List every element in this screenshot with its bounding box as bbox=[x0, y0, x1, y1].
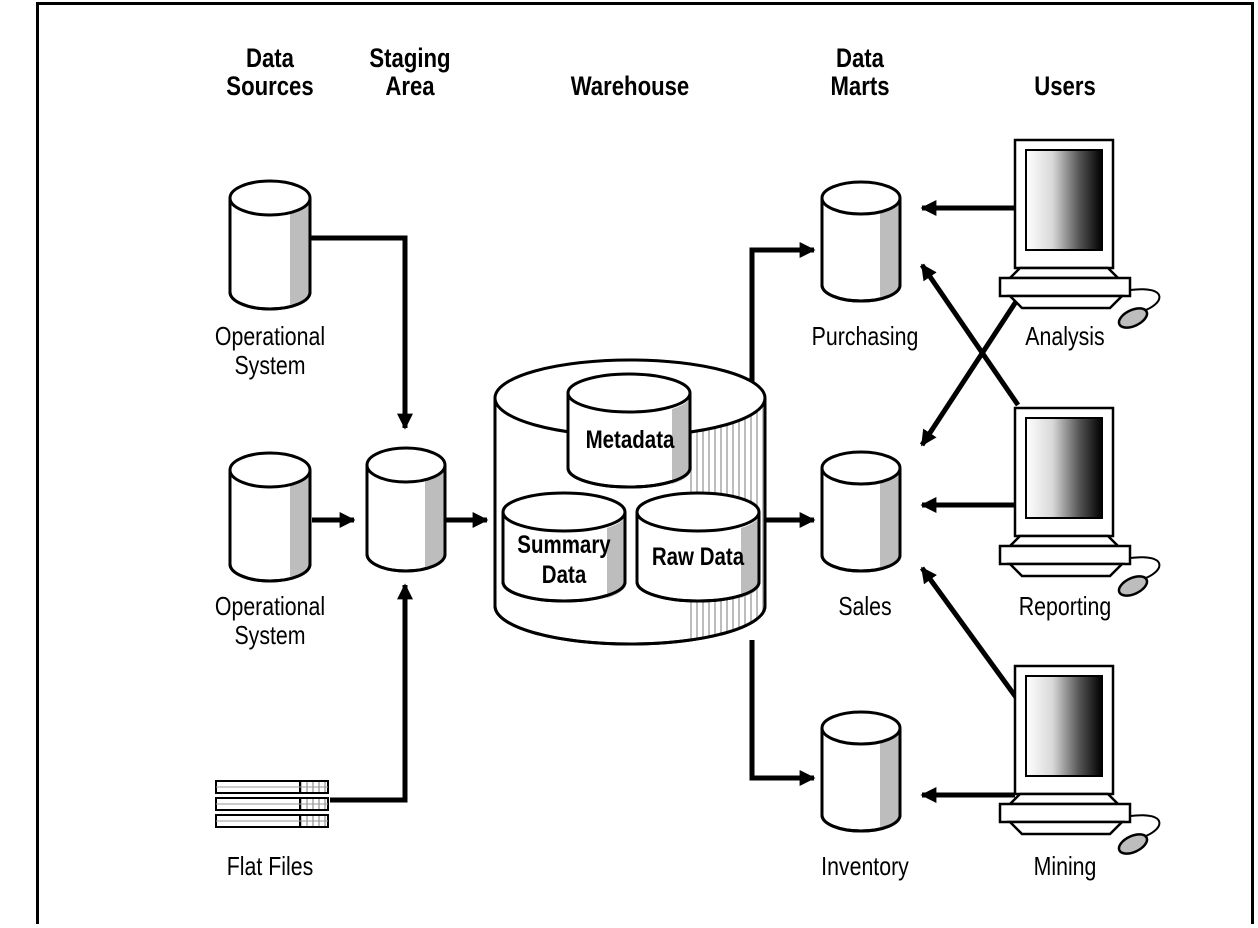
arrow-flat-to-staging bbox=[330, 583, 414, 803]
label-mining: Mining bbox=[1033, 851, 1097, 881]
label-operational-1-line1: Operational bbox=[214, 321, 326, 351]
header-data-sources-line1: Data bbox=[246, 43, 294, 73]
header-staging-area-line1: Staging bbox=[369, 43, 451, 73]
computer-icon-mining bbox=[998, 664, 1161, 855]
cylinder-icon-staging bbox=[365, 446, 447, 573]
cylinder-icon-inventory bbox=[820, 710, 902, 833]
label-sales: Sales bbox=[838, 591, 892, 621]
summary-data-cylinder-icon bbox=[501, 491, 627, 603]
header-data-sources: Data Sources bbox=[213, 44, 328, 100]
header-data-marts: Data Marts bbox=[803, 44, 918, 100]
label-inventory: Inventory bbox=[821, 851, 909, 881]
label-purchasing: Purchasing bbox=[811, 321, 919, 351]
label-flat-files: Flat Files bbox=[226, 851, 314, 881]
arrow-reporting-to-purchasing bbox=[919, 263, 1021, 407]
header-users: Users bbox=[1034, 71, 1096, 101]
label-summary-data-line1: Summary bbox=[517, 531, 611, 559]
label-operational-2-line2: System bbox=[234, 620, 306, 650]
flat-files-icon bbox=[215, 780, 329, 828]
arrow-op1-to-staging bbox=[310, 235, 414, 430]
label-operational-1-line2: System bbox=[234, 350, 306, 380]
header-data-marts-line2: Marts bbox=[830, 71, 890, 101]
header-data-sources-line2: Sources bbox=[226, 71, 314, 101]
raw-data-cylinder-icon bbox=[635, 491, 761, 603]
arrow-warehouse-to-purchasing bbox=[749, 241, 816, 385]
label-summary-data: Summary Data bbox=[507, 530, 622, 590]
header-staging-area: Staging Area bbox=[353, 44, 468, 100]
header-data-marts-line1: Data bbox=[836, 43, 884, 73]
label-operational-system-2: Operational System bbox=[196, 592, 344, 650]
computer-icon-analysis bbox=[998, 138, 1161, 329]
label-operational-system-1: Operational System bbox=[196, 322, 344, 380]
cylinder-icon-purchasing bbox=[820, 180, 902, 303]
label-raw-data: Raw Data bbox=[651, 543, 745, 571]
label-analysis: Analysis bbox=[1025, 321, 1105, 351]
cylinder-icon-sales bbox=[820, 450, 902, 573]
label-metadata: Metadata bbox=[585, 426, 675, 454]
arrow-warehouse-to-inventory bbox=[749, 640, 816, 787]
metadata-cylinder-icon bbox=[566, 372, 692, 489]
label-operational-2-line1: Operational bbox=[214, 591, 326, 621]
cylinder-icon-operational-1 bbox=[228, 179, 312, 311]
label-reporting: Reporting bbox=[1018, 591, 1112, 621]
header-staging-area-line2: Area bbox=[385, 71, 435, 101]
header-warehouse: Warehouse bbox=[570, 71, 690, 101]
label-summary-data-line2: Data bbox=[541, 561, 587, 589]
arrow-mining-to-sales bbox=[919, 566, 1021, 702]
computer-icon-reporting bbox=[998, 406, 1161, 597]
diagram-frame bbox=[36, 2, 1254, 924]
cylinder-icon-operational-2 bbox=[228, 451, 312, 583]
